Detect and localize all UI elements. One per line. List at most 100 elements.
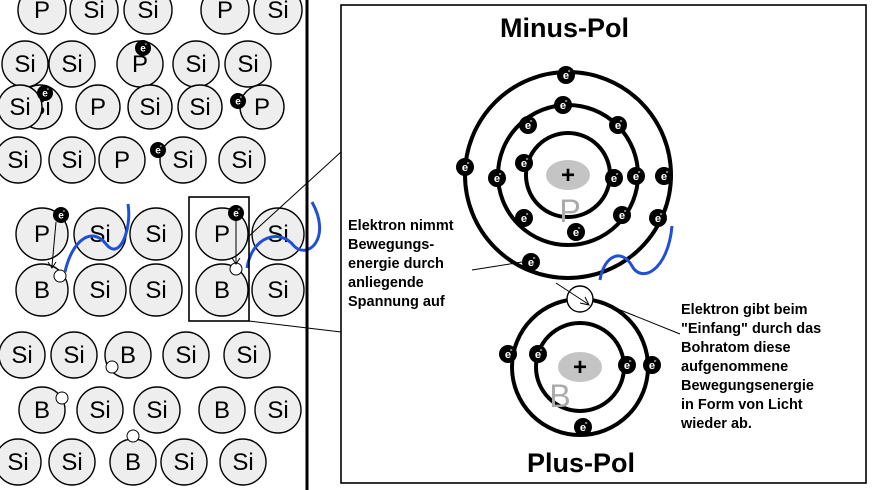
electron-symbol: e: [140, 43, 146, 54]
electron-charge: -: [145, 39, 148, 48]
right-annotation-line: Bohratom diese: [681, 340, 791, 356]
atom-shell: [195, 207, 249, 261]
lattice-atom: Si: [0, 331, 46, 379]
right-annotation-line: aufgenommene: [681, 359, 789, 375]
atom-shell: [0, 331, 46, 379]
atom-shell: [251, 263, 305, 317]
electron-dot: [515, 209, 533, 227]
atom-shell: [0, 136, 42, 184]
atom-shell: [48, 136, 96, 184]
electron-symbol: e: [462, 162, 468, 174]
nucleus: [546, 160, 590, 190]
atom-label: Si: [231, 147, 252, 174]
photon-wave: [63, 203, 131, 273]
atom-label: P: [34, 0, 50, 24]
electron-symbol: e: [58, 210, 64, 221]
electron-dot: [53, 207, 69, 223]
atom-label: P: [114, 147, 130, 174]
electron-dot: [37, 85, 53, 101]
photon-wave: [598, 225, 674, 281]
electron-symbol: e: [655, 213, 661, 225]
left-annotation-line: anliegende: [348, 275, 424, 291]
electron: e-: [557, 66, 575, 84]
lattice-atom: Si: [127, 84, 173, 130]
electron-charge: -: [160, 141, 163, 150]
electron-charge: -: [526, 209, 529, 218]
electron: e-: [135, 39, 151, 56]
electron-dot: [499, 345, 517, 363]
electron-dot: [554, 96, 572, 114]
atom-shell: [0, 84, 43, 130]
atom-shell: [48, 40, 96, 88]
lattice-atom: Si: [133, 386, 181, 434]
lattice-atom: Si: [218, 136, 266, 184]
hole: [55, 391, 69, 405]
atom-label: Si: [61, 147, 82, 174]
lattice-atom: Si: [76, 386, 124, 434]
atom-shell: [15, 207, 69, 261]
lattice-atom: B: [109, 438, 157, 486]
electron-charge: -: [654, 356, 657, 365]
electron-charge: -: [629, 356, 632, 365]
electron-charge: -: [578, 223, 581, 232]
electron-symbol: e: [649, 360, 655, 372]
electron-dot: [655, 167, 673, 185]
electron-charge: -: [63, 206, 66, 215]
atom-label: Si: [14, 51, 35, 78]
plus-pole-title: Plus-Pol: [527, 448, 636, 478]
electron-charge: -: [533, 253, 536, 262]
electron: e-: [519, 116, 537, 134]
lattice-atom: Si: [253, 0, 303, 35]
atom-label: Si: [61, 51, 82, 78]
atom-label: Si: [83, 0, 104, 24]
electron-symbol: e: [505, 349, 511, 361]
atom-label: B: [214, 397, 230, 424]
right-annotation: Elektron gibt beim "Einfang" durch das B…: [681, 301, 821, 434]
lattice-atom: Si: [162, 331, 210, 379]
electron-symbol: e: [233, 208, 239, 219]
electron-charge: -: [499, 169, 502, 178]
electron: e-: [649, 209, 667, 227]
electron-symbol: e: [528, 257, 534, 269]
atom-shell: [17, 0, 67, 35]
electron-dot: [649, 209, 667, 227]
atom-label: Si: [267, 277, 288, 304]
electron-charge: -: [638, 167, 641, 176]
arrow-head: [231, 257, 241, 265]
hole: [105, 360, 119, 374]
electron-symbol: e: [624, 360, 630, 372]
electron-dot: [135, 40, 151, 56]
nucleus: [558, 352, 602, 382]
electron-dot: [643, 356, 661, 374]
electron: e-: [228, 204, 244, 221]
nucleus-sign: +: [573, 354, 587, 381]
electron-charge: -: [540, 345, 543, 354]
lattice-atom: Si: [224, 40, 272, 88]
atom-label: P: [254, 94, 270, 121]
electron-dot: [574, 418, 592, 436]
lattice-atom: Si: [48, 438, 96, 486]
electron: e-: [230, 92, 246, 109]
electron: e-: [618, 356, 636, 374]
atom-shell: [253, 0, 303, 35]
lattice-atom: B: [195, 263, 249, 317]
lattice-atom: P: [200, 0, 250, 35]
atom-label: Si: [139, 94, 160, 121]
electron: e-: [643, 356, 661, 374]
atom-label: Si: [185, 51, 206, 78]
lattice-atom: Si: [251, 263, 305, 317]
lattice-atom: Si: [123, 0, 173, 35]
electron-charge: -: [510, 345, 513, 354]
electron-dot: [150, 142, 166, 158]
electron-symbol: e: [525, 120, 531, 132]
electron-symbol: e: [611, 173, 617, 185]
zoom-line: [248, 151, 342, 237]
atom-label: Si: [89, 397, 110, 424]
electron-dot: [519, 116, 537, 134]
electron-charge: -: [467, 158, 470, 167]
atom-label: Si: [145, 221, 166, 248]
atom-label: Si: [9, 94, 30, 121]
electron: e-: [150, 141, 166, 158]
atom-label: P: [34, 221, 50, 248]
annotation-leader: [592, 298, 681, 335]
